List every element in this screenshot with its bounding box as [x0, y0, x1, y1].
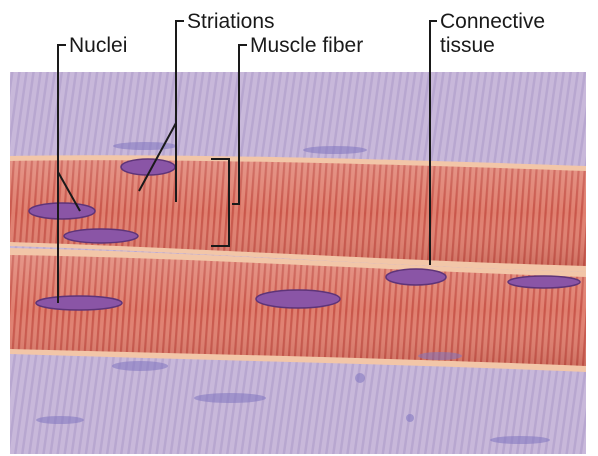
nuclei-label: Nuclei — [69, 35, 127, 57]
nucleus — [386, 269, 446, 285]
nucleus — [29, 203, 95, 219]
connective-tissue-label-line2: tissue — [440, 35, 495, 57]
connective-tissue-label-line1: Connective — [440, 11, 545, 33]
muscle-fiber-label: Muscle fiber — [250, 35, 363, 57]
nucleus — [256, 290, 340, 308]
nucleus — [508, 276, 580, 288]
nucleus — [64, 229, 138, 243]
striations-label: Striations — [187, 11, 275, 33]
nucleus — [36, 296, 122, 310]
